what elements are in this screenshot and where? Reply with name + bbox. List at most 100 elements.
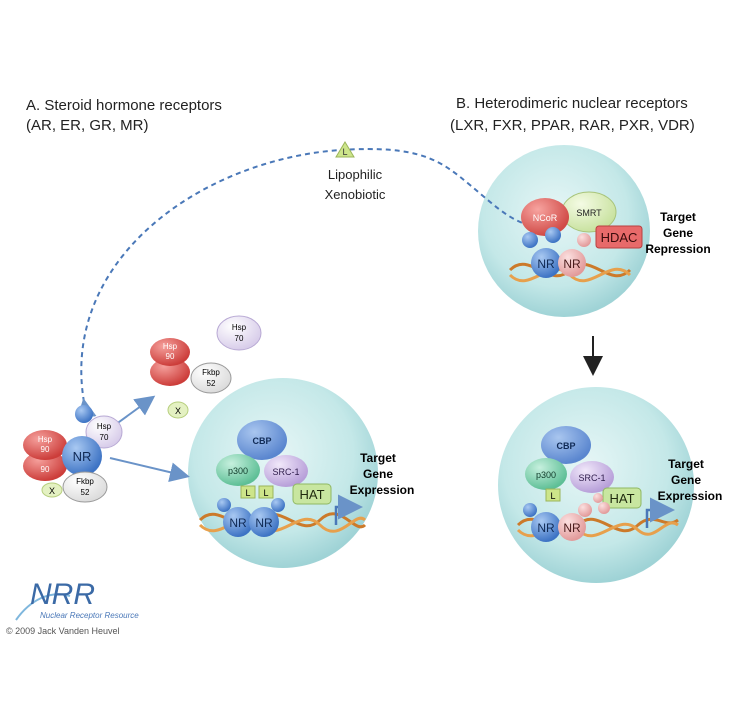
- expression-a-line2: Gene: [363, 467, 393, 481]
- p300-b: [525, 458, 567, 490]
- hat-label-a: HAT: [299, 487, 324, 502]
- ligand-bound-a-2-label: L: [263, 488, 268, 498]
- expression-label-b: Target Gene Expression: [658, 457, 723, 503]
- fkbp-num-a: 52: [81, 488, 90, 497]
- nr-b-bottom-right-head: [578, 503, 592, 517]
- logo-letters: NRR: [30, 578, 95, 611]
- nr-b-bottom-pink-label: NR: [563, 521, 581, 535]
- nr-b-top-blue: [531, 248, 561, 278]
- nr-label-a: NR: [73, 449, 92, 464]
- hsp90-num-lower: 90: [41, 465, 50, 474]
- x-free-label: X: [175, 406, 181, 416]
- expression-label-a: Target Gene Expression: [350, 451, 415, 497]
- nr-b-top-mid-head: [545, 227, 561, 243]
- nr-b-top-blue-label: NR: [537, 257, 555, 271]
- hsp70-free-label: Hsp: [232, 323, 247, 332]
- nr-a-left: [223, 507, 253, 537]
- cbp-a: [237, 420, 287, 460]
- hat-a: [292, 483, 332, 505]
- ligand-bound-a-1-label: L: [245, 488, 250, 498]
- nr-b-top-pink: [558, 249, 586, 277]
- panel-b-subtitle: (LXR, FXR, PPAR, RAR, PXR, VDR): [450, 117, 695, 134]
- cbp-b: [541, 426, 591, 464]
- nr-head-a: [75, 405, 93, 423]
- hsp70-a: [85, 415, 123, 449]
- hsp90-top: [23, 430, 67, 460]
- panel-a-title: A. Steroid hormone receptors: [26, 97, 222, 114]
- ncor-label: NCoR: [533, 213, 558, 223]
- p300-label-a: p300: [228, 466, 248, 476]
- fkbp-free: [190, 362, 232, 394]
- hsp90-label: Hsp: [38, 435, 53, 444]
- copyright: © 2009 Jack Vanden Heuvel: [6, 626, 120, 636]
- expression-b-line2: Gene: [671, 473, 701, 487]
- hsp70-label-a: Hsp: [97, 422, 112, 431]
- nr-b-bottom-pink: [558, 513, 586, 541]
- ligand-bound-a-2: [258, 485, 274, 499]
- p300-label-b: p300: [536, 470, 556, 480]
- complex-b-activation: CBP p300 SRC-1 L HAT NR NR: [516, 426, 679, 542]
- nr-a-right: [249, 507, 279, 537]
- ligand-symbol: L: [342, 147, 347, 157]
- fkbp-a: [62, 471, 108, 503]
- src1-a: [264, 455, 308, 487]
- nr-b-bottom-left-head: [523, 503, 537, 517]
- nr-a-left-head: [217, 498, 231, 512]
- panel-a-subtitle: (AR, ER, GR, MR): [26, 117, 149, 134]
- nr-b-bottom-blue: [531, 512, 561, 542]
- expression-b-line1: Target: [668, 457, 704, 471]
- cbp-label-a: CBP: [252, 436, 271, 446]
- ligand-path: [76, 148, 546, 420]
- repression-line2: Gene: [663, 226, 693, 240]
- hdac-label: HDAC: [601, 230, 638, 245]
- fkbp-free-label: Fkbp: [202, 368, 220, 377]
- src1-label-a: SRC-1: [272, 467, 299, 477]
- ligand-bound-a-1: [240, 485, 256, 499]
- complex-a-activation: CBP p300 SRC-1 L L HAT NR NR: [198, 420, 367, 537]
- nr-a: [62, 436, 102, 476]
- hsp90-free-top: [150, 338, 190, 366]
- transcription-arrow-a: [334, 494, 363, 525]
- x-protein: [41, 482, 63, 498]
- pink-bead-1: [593, 493, 603, 503]
- nr-b-top-pink-label: NR: [563, 257, 581, 271]
- cbp-label-b: CBP: [556, 441, 575, 451]
- expression-b-line3: Expression: [658, 489, 723, 503]
- nr-b-bottom-blue-label: NR: [537, 521, 555, 535]
- nr-a-right-label: NR: [255, 516, 273, 530]
- hsp90-bottom: [23, 451, 67, 481]
- x-label-a: X: [49, 486, 55, 496]
- pink-bead-2: [598, 502, 610, 514]
- hsp90-num: 90: [41, 445, 50, 454]
- repression-line1: Target: [660, 210, 696, 224]
- logo-tagline: Nuclear Receptor Resource: [40, 611, 139, 620]
- ligand-label-line2: Xenobiotic: [324, 187, 386, 202]
- ligand-icon: [335, 141, 355, 158]
- hsp90-free-bottom: [150, 358, 190, 386]
- p300-a: [216, 454, 260, 486]
- transcription-arrow-b: [645, 497, 675, 528]
- src1-label-b: SRC-1: [578, 473, 605, 483]
- src1-b: [570, 461, 614, 493]
- x-free: [167, 401, 189, 419]
- ligand-bound-b: [545, 488, 561, 502]
- expression-a-line1: Target: [360, 451, 396, 465]
- nr-a-left-label: NR: [229, 516, 247, 530]
- hsp90-free-num: 90: [166, 352, 175, 361]
- repression-line3: Repression: [645, 242, 710, 256]
- repression-label: Target Gene Repression: [645, 210, 710, 256]
- ncor: [521, 198, 569, 236]
- hsp90-free-label: Hsp: [163, 342, 178, 351]
- hsp70-num-a: 70: [100, 433, 109, 442]
- hsp70-free-num: 70: [235, 334, 244, 343]
- hsp70-free: [216, 315, 262, 351]
- hat-label-b: HAT: [609, 491, 634, 506]
- nrr-logo: NRR Nuclear Receptor Resource: [10, 570, 170, 630]
- arrow-to-nucleus-a: [109, 457, 190, 483]
- smrt-label: SMRT: [576, 208, 602, 218]
- nr-b-top-right-head: [577, 233, 591, 247]
- ligand-label-line1: Lipophilic: [327, 167, 383, 182]
- ligand-bound-b-label: L: [550, 491, 555, 501]
- complex-b-repression: SMRT NCoR HDAC NR NR: [508, 191, 643, 283]
